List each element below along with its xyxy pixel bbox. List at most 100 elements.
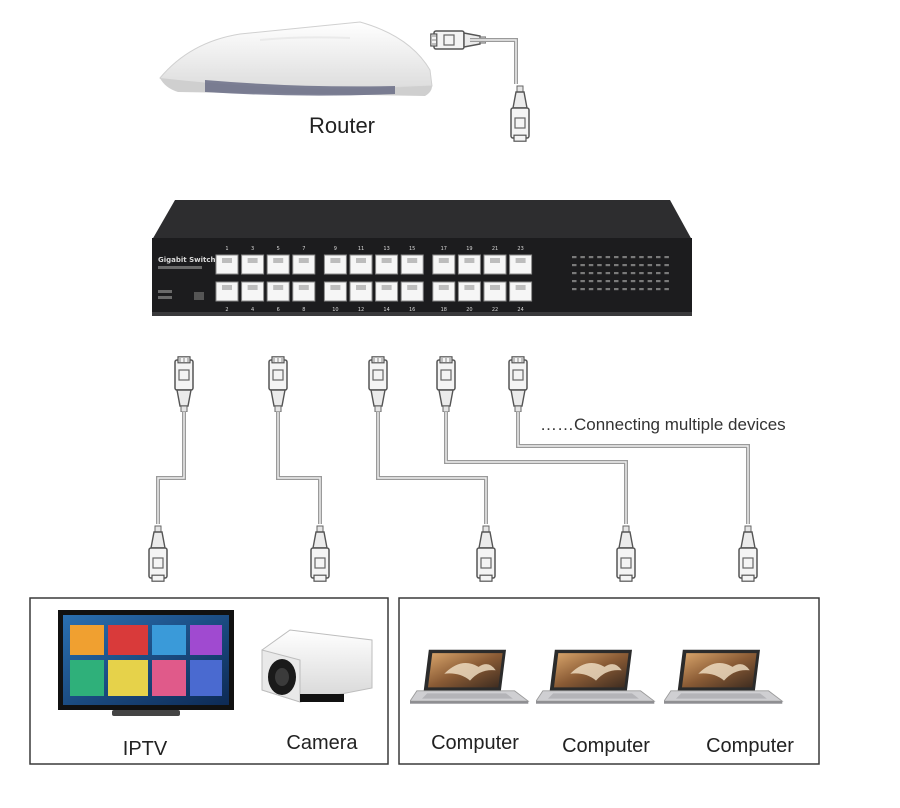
port-latch bbox=[298, 258, 309, 263]
status-led bbox=[572, 288, 577, 291]
port-number: 12 bbox=[358, 307, 364, 313]
port-number: 3 bbox=[251, 246, 254, 252]
ethernet-cable bbox=[276, 412, 322, 524]
status-led bbox=[572, 264, 577, 267]
ethernet-port bbox=[457, 254, 481, 275]
status-led bbox=[622, 272, 627, 275]
router-cable bbox=[430, 30, 530, 143]
switch-side-plug bbox=[368, 356, 388, 412]
ethernet-port bbox=[432, 281, 456, 302]
port-latch bbox=[490, 258, 500, 263]
status-led bbox=[588, 280, 594, 283]
port-latch bbox=[490, 285, 500, 290]
switch-side-plug bbox=[508, 356, 528, 412]
ethernet-port bbox=[349, 281, 373, 302]
status-led bbox=[597, 272, 602, 275]
status-led bbox=[639, 288, 644, 291]
status-led bbox=[622, 264, 627, 267]
status-led bbox=[588, 256, 594, 259]
status-led bbox=[580, 280, 585, 283]
status-led bbox=[639, 272, 644, 275]
ethernet-port bbox=[266, 281, 290, 302]
status-led bbox=[622, 256, 627, 259]
port-number: 10 bbox=[332, 307, 338, 313]
device-label-iptv: IPTV bbox=[123, 738, 168, 760]
laptop-icon bbox=[536, 649, 655, 705]
port-number: 15 bbox=[409, 246, 415, 252]
left-device-box bbox=[29, 597, 389, 765]
port-number: 13 bbox=[383, 246, 389, 252]
status-led bbox=[656, 272, 661, 275]
port-latch bbox=[438, 258, 449, 263]
port-latch bbox=[515, 285, 526, 290]
port-latch bbox=[356, 258, 366, 263]
laptop-icon bbox=[410, 649, 529, 705]
port-number: 23 bbox=[517, 246, 523, 252]
status-led bbox=[639, 280, 644, 283]
ethernet-cable bbox=[376, 412, 488, 524]
status-led bbox=[630, 272, 636, 275]
status-led bbox=[597, 264, 602, 267]
status-led bbox=[597, 288, 602, 291]
port-latch bbox=[222, 285, 232, 290]
port-number: 24 bbox=[517, 307, 523, 313]
status-led bbox=[647, 280, 653, 283]
port-latch bbox=[273, 258, 284, 263]
port-latch bbox=[438, 285, 449, 290]
port-latch bbox=[330, 258, 341, 263]
switch-side-plug bbox=[436, 356, 456, 412]
port-number: 17 bbox=[441, 246, 447, 252]
router-uplink-plug bbox=[510, 85, 530, 143]
port-number: 9 bbox=[334, 246, 337, 252]
status-led bbox=[647, 256, 653, 259]
port-number: 6 bbox=[277, 307, 280, 313]
connecting-note: ……Connecting multiple devices bbox=[540, 415, 786, 434]
status-led bbox=[664, 280, 669, 283]
port-number: 8 bbox=[302, 307, 305, 313]
device-label-camera: Camera bbox=[286, 732, 358, 754]
status-led bbox=[639, 264, 644, 267]
port-latch bbox=[381, 258, 392, 263]
status-led bbox=[614, 264, 619, 267]
port-latch bbox=[222, 258, 232, 263]
port-number: 22 bbox=[492, 307, 498, 313]
port-latch bbox=[407, 258, 418, 263]
status-led bbox=[630, 256, 636, 259]
port-latch bbox=[381, 285, 392, 290]
port-number: 21 bbox=[492, 246, 498, 252]
status-led bbox=[605, 256, 611, 259]
right-device-box bbox=[398, 597, 820, 765]
status-led bbox=[614, 288, 619, 291]
status-led bbox=[572, 256, 577, 259]
status-led bbox=[622, 280, 627, 283]
ethernet-port bbox=[215, 254, 239, 275]
port-latch bbox=[407, 285, 418, 290]
port-latch bbox=[273, 285, 284, 290]
status-led bbox=[588, 272, 594, 275]
status-led bbox=[630, 264, 636, 267]
port-number: 14 bbox=[383, 307, 389, 313]
cable-highlight bbox=[277, 412, 321, 524]
ethernet-port bbox=[483, 254, 507, 275]
port-number: 4 bbox=[251, 307, 254, 313]
port-number: 2 bbox=[225, 307, 228, 313]
status-led bbox=[630, 280, 636, 283]
ethernet-port bbox=[509, 254, 533, 275]
port-number: 16 bbox=[409, 307, 415, 313]
ethernet-port bbox=[323, 254, 347, 275]
device-label-computer-2: Computer bbox=[562, 735, 650, 757]
port-latch bbox=[298, 285, 309, 290]
camera-icon bbox=[261, 629, 373, 703]
cable-highlight bbox=[157, 412, 185, 524]
status-led bbox=[580, 264, 585, 267]
ethernet-port bbox=[457, 281, 481, 302]
status-led bbox=[605, 280, 611, 283]
gigabit-switch: Gigabit Switch 1234567891011121314151617… bbox=[152, 200, 692, 316]
port-latch bbox=[330, 285, 341, 290]
device-label-computer-3: Computer bbox=[706, 735, 794, 757]
ethernet-port bbox=[349, 254, 373, 275]
ethernet-port bbox=[375, 254, 399, 275]
status-led bbox=[605, 288, 611, 291]
